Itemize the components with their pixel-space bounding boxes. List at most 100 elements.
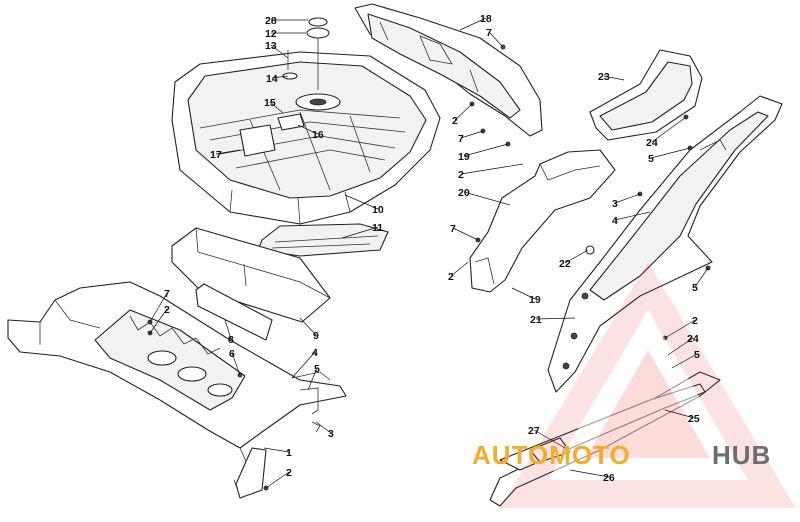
callout-label-c27: 27 [528, 425, 540, 437]
callout-label-c2c: 2 [448, 271, 454, 283]
leader-line-c14 [271, 75, 289, 79]
leader-line-c7a [488, 31, 504, 48]
callout-label-c2d: 2 [692, 315, 698, 327]
leader-line-c16 [297, 124, 319, 135]
leader-line-c22 [564, 249, 589, 264]
callout-label-c5c: 5 [694, 349, 700, 361]
callout-label-c15: 15 [264, 97, 276, 109]
callout-label-c5a: 5 [648, 153, 654, 165]
callout-label-c4a: 4 [612, 215, 618, 227]
rear-fender-upper [354, 3, 543, 137]
leader-line-c25 [664, 409, 695, 419]
leader-line-c21 [535, 317, 576, 320]
watermark-text-hub: HUB [712, 440, 771, 470]
callout-label-c16: 16 [312, 129, 324, 141]
leader-line-c4a [614, 211, 651, 221]
leader-line-c26 [569, 469, 610, 478]
watermark [500, 262, 796, 508]
callout-label-c6: 6 [229, 348, 235, 360]
callout-label-c3b: 3 [328, 428, 334, 440]
leader-line-c8 [224, 319, 232, 340]
callout-layer: 2812131415161710111872719220721922232453… [149, 13, 709, 489]
callout-label-c17: 17 [210, 149, 222, 161]
side-panel [469, 149, 616, 293]
callout-label-c9: 9 [313, 330, 319, 342]
callout-label-c7c: 7 [450, 223, 456, 235]
leader-line-c23 [603, 75, 625, 81]
callout-label-c25: 25 [688, 413, 700, 425]
leader-line-c15 [269, 101, 284, 114]
leader-line-c2f [265, 471, 290, 489]
callout-label-c26: 26 [603, 472, 615, 484]
leader-line-c2a [454, 103, 473, 121]
callout-label-c12: 12 [265, 28, 277, 40]
leader-line-c5d [307, 367, 318, 391]
bracket-4-left [291, 371, 331, 415]
side-rail [547, 95, 783, 393]
leader-line-c24a [651, 116, 687, 143]
callout-label-c24b: 24 [687, 333, 699, 345]
callout-label-c18: 18 [480, 13, 492, 25]
leader-line-c3b [315, 421, 332, 434]
callout-label-c13: 13 [265, 40, 277, 52]
leader-line-c5c [671, 353, 698, 369]
leader-line-c2e [149, 308, 168, 334]
leader-line-c19a [463, 143, 509, 157]
callout-label-c2a: 2 [452, 115, 458, 127]
callout-label-c19b: 19 [529, 294, 541, 306]
tub-cap [306, 17, 330, 90]
callout-label-c23: 23 [598, 71, 610, 83]
callout-label-c22: 22 [559, 258, 571, 270]
watermark-triangle-inner [548, 310, 748, 480]
grommet [585, 245, 595, 255]
callout-label-c11: 11 [372, 222, 383, 234]
callout-label-c21: 21 [530, 314, 542, 326]
callout-label-c1: 1 [286, 447, 292, 459]
leader-line-c7d [149, 292, 168, 323]
callout-label-c5d: 5 [314, 363, 320, 375]
callout-label-c24a: 24 [646, 137, 658, 149]
storage-trim [589, 49, 703, 141]
callout-label-c20: 20 [458, 187, 470, 199]
callout-label-c10: 10 [372, 204, 384, 216]
callout-label-c5b: 5 [692, 282, 698, 294]
leader-line-c19b [511, 287, 536, 300]
leader-line-c1 [263, 447, 290, 453]
leader-line-c2b [460, 163, 524, 175]
callout-label-c2f: 2 [286, 467, 292, 479]
callout-label-c3a: 3 [612, 198, 618, 210]
leader-line-c2d [664, 319, 696, 339]
leader-line-c7b [460, 130, 484, 139]
leader-line-c6 [231, 352, 241, 376]
watermark-triangle-core [586, 350, 710, 458]
trim-strip [195, 283, 273, 341]
leader-line-c3a [614, 193, 641, 204]
leader-line-c2c [450, 261, 469, 277]
leader-line-c5b [694, 267, 709, 288]
leader-line-c9 [299, 317, 317, 336]
rear-console [7, 281, 347, 499]
callout-label-c8: 8 [228, 334, 234, 346]
leader-line-c17 [215, 149, 241, 155]
callout-label-c7a: 7 [486, 27, 492, 39]
leader-line-c10 [344, 194, 379, 210]
tub-retainer [282, 50, 298, 80]
clip-3-left [311, 421, 321, 433]
callout-label-c4b: 4 [312, 347, 318, 359]
callout-label-c2e: 2 [164, 304, 170, 316]
callout-label-c7d: 7 [164, 288, 170, 300]
leader-line-c7c [452, 227, 479, 241]
watermark-text-brand: AUTOMOTO [472, 440, 631, 470]
callout-label-c14: 14 [266, 73, 278, 85]
callout-label-c2b: 2 [458, 169, 464, 181]
leader-line-c27 [533, 429, 566, 449]
leader-line-c13 [270, 44, 289, 59]
leader-line-c24b [667, 337, 694, 356]
lid-panel [171, 227, 331, 323]
leader-line-c18 [459, 17, 487, 31]
leader-line-c20 [463, 191, 511, 206]
storage-tub [171, 51, 441, 225]
callout-label-c7b: 7 [458, 133, 464, 145]
